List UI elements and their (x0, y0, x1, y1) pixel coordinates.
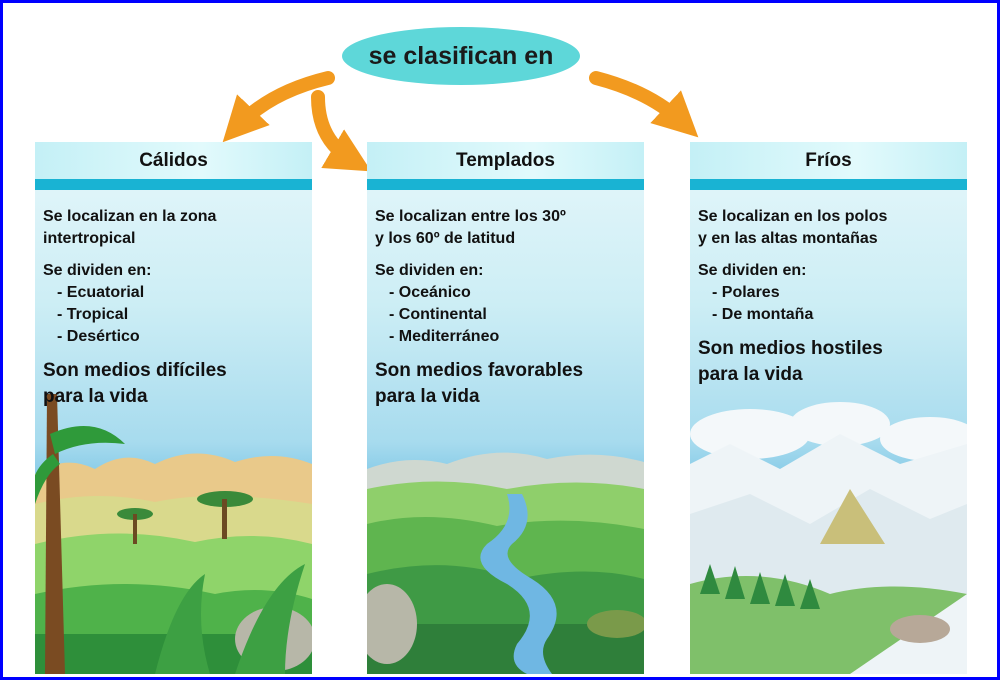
panel-title: Templados (456, 149, 555, 171)
arrow-to-templados (311, 90, 372, 172)
list-item: - Polares (712, 284, 780, 301)
conclusion-text: Son medios difíciles para la vida (43, 360, 227, 407)
divide-title: Se dividen en: (43, 262, 152, 279)
panel-header: Cálidos (35, 142, 312, 179)
panel-title: Fríos (805, 149, 852, 171)
conclusion-text: Son medios favorables para la vida (375, 360, 584, 407)
location-text: Se localizan entre los 30º y los 60º de … (375, 208, 566, 247)
panel-header: Fríos (690, 142, 967, 179)
temperate-river-valley-illustration (367, 452, 644, 674)
panel-templados: Templados Se localizan entre los 30º y l… (367, 142, 644, 674)
header-bar (367, 179, 644, 190)
divide-title: Se dividen en: (698, 262, 807, 279)
list-item: - De montaña (712, 306, 814, 323)
arrows (222, 71, 699, 172)
arrow-to-calidos (222, 71, 335, 143)
panel-text: Se localizan en la zona intertropical Se… (43, 206, 306, 410)
header-bar (690, 179, 967, 190)
panel-title: Cálidos (139, 149, 208, 171)
classification-oval: se clasifican en (342, 27, 580, 85)
arrow-to-frios (589, 71, 699, 138)
panel-header: Templados (367, 142, 644, 179)
snowy-mountains-illustration (690, 402, 967, 674)
conclusion-text: Son medios hostiles para la vida (698, 338, 883, 385)
tropical-landscape-illustration (35, 394, 312, 674)
list-item: - Desértico (57, 328, 140, 345)
classification-label: se clasifican en (368, 41, 554, 70)
panel-calidos: Cálidos Se localizan en la zona intertro… (35, 142, 312, 674)
list-item: - Oceánico (389, 284, 471, 301)
list-item: - Tropical (57, 306, 129, 323)
location-text: Se localizan en la zona intertropical (43, 208, 217, 247)
panel-text: Se localizan entre los 30º y los 60º de … (375, 206, 638, 410)
panel-frios: Fríos Se localizan en los polos y en las… (690, 142, 967, 674)
list-item: - Mediterráneo (389, 328, 500, 345)
panel-text: Se localizan en los polos y en las altas… (698, 206, 961, 388)
divide-title: Se dividen en: (375, 262, 484, 279)
header-bar (35, 179, 312, 190)
location-text: Se localizan en los polos y en las altas… (698, 208, 888, 247)
list-item: - Continental (389, 306, 487, 323)
list-item: - Ecuatorial (57, 284, 145, 301)
